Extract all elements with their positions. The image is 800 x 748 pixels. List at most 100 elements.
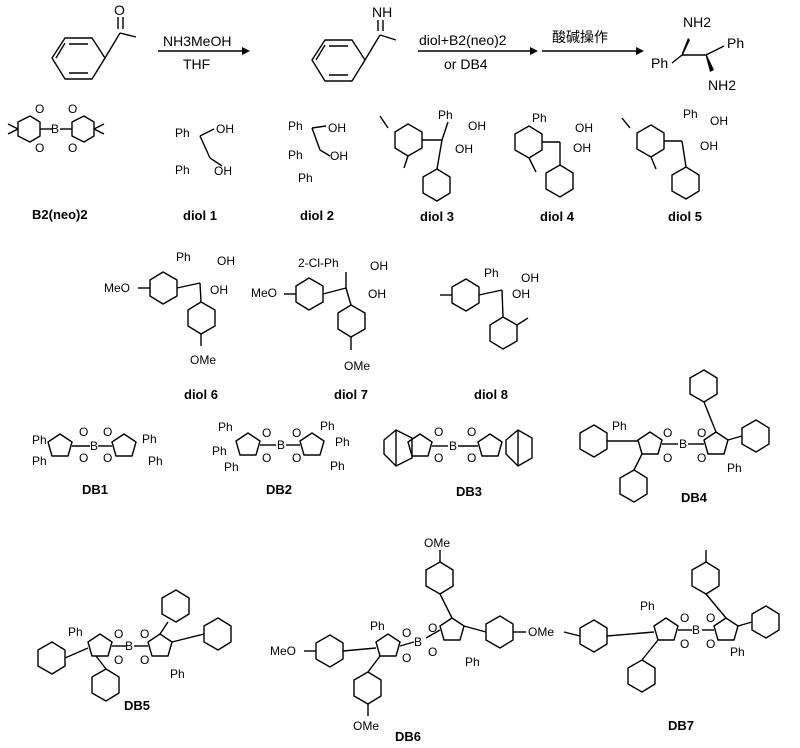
atom-label: Ph — [730, 645, 745, 659]
atom-label: Ph — [335, 435, 350, 449]
atom-label: OMe — [424, 536, 450, 550]
diamine-product-structure: NH2 NH2 Ph Ph — [651, 14, 744, 93]
b2neo2-structure: O O B O O — [7, 102, 105, 155]
atom-label: MeO — [270, 644, 296, 658]
atom-label: O — [114, 627, 123, 641]
atom-label: OH — [370, 259, 388, 273]
atom-label: Ph — [612, 419, 627, 433]
atom-label: Ph — [465, 655, 480, 669]
atom-label: O — [140, 653, 149, 667]
product-ph-right: Ph — [727, 35, 744, 51]
db7-structure: Ph O O B O O Ph — [563, 550, 780, 693]
atom-label: B — [125, 639, 133, 653]
atom-label: OH — [575, 121, 593, 135]
atom-label: MeO — [251, 286, 277, 300]
label-diol2: diol 2 — [300, 208, 334, 223]
atom-label: O — [434, 425, 443, 439]
atom-label: O — [262, 451, 271, 465]
atom-label: Ph — [212, 444, 227, 458]
product-ph-left: Ph — [651, 55, 668, 71]
reagent-thf-label: THF — [183, 56, 210, 72]
atom-label: O — [467, 425, 476, 439]
atom-label: OH — [700, 139, 718, 153]
atom-label: O — [262, 426, 271, 440]
label-db2: DB2 — [266, 482, 292, 497]
atom-label: O — [292, 426, 301, 440]
atom-label: O — [79, 425, 88, 439]
atom-label: Ph — [148, 454, 163, 468]
product-nh2-top: NH2 — [683, 14, 711, 30]
atom-label: Ph — [298, 171, 313, 185]
diol3-structure: Ph OH OH — [379, 108, 486, 202]
atom-label: Ph — [330, 459, 345, 473]
diol2-structure: Ph OH Ph OH Ph — [288, 119, 348, 185]
atom-label: O — [402, 626, 411, 640]
atom-label: O — [697, 451, 706, 465]
atom-label: OH — [217, 254, 235, 268]
label-db7: DB7 — [668, 718, 694, 733]
atom-label: O — [428, 621, 437, 635]
atom-label: OH — [512, 287, 530, 301]
label-diol7: diol 7 — [334, 387, 368, 402]
reagent-workup-label: 酸碱操作 — [552, 29, 608, 45]
db3-structure: O O B O O — [383, 425, 533, 467]
reaction-arrow-2: diol+B2(neo)2 or DB4 — [418, 32, 538, 72]
atom-label: OMe — [344, 359, 370, 373]
reaction-arrow-1: NH3MeOH THF — [158, 33, 250, 72]
label-db4: DB4 — [681, 490, 708, 505]
atom-label: OH — [455, 142, 473, 156]
atom-label: Ph — [218, 420, 233, 434]
atom-label: B — [692, 623, 700, 637]
atom-label: O — [79, 451, 88, 465]
imine-structure: NH — [311, 4, 397, 82]
atom-label: Ph — [142, 432, 157, 446]
atom-label: B — [90, 439, 98, 453]
db5-structure: Ph O O B O O Ph — [37, 589, 232, 702]
reagent-diol-label: diol+B2(neo)2 — [419, 32, 507, 48]
diol7-structure: 2-Cl-Ph OH OH MeO OMe — [251, 256, 388, 373]
atom-label: B — [277, 438, 285, 452]
atom-label: Ph — [288, 119, 303, 133]
atom-label: Ph — [683, 107, 698, 121]
diol5-structure: Ph OH OH — [621, 107, 728, 200]
atom-label: OMe — [190, 353, 216, 367]
diol8-structure: Ph OH OH — [440, 266, 539, 350]
diol4-structure: Ph OH OH — [514, 111, 593, 198]
atom-label: O — [35, 141, 44, 155]
label-db1: DB1 — [82, 482, 108, 497]
atom-label: O — [434, 451, 443, 465]
label-b2neo2: B2(neo)2 — [32, 207, 88, 222]
atom-label: OH — [214, 164, 232, 178]
atom-label: Ph — [640, 599, 655, 613]
atom-label: O — [292, 451, 301, 465]
atom-label: Ph — [532, 111, 547, 125]
atom-label: Ph — [438, 108, 453, 122]
diol6-structure: Ph OH OH MeO OMe — [104, 250, 235, 367]
atom-label: O — [663, 426, 672, 440]
atom-label: O — [68, 102, 77, 116]
product-nh2-bottom: NH2 — [708, 77, 736, 93]
db4-structure: Ph O O B O O Ph — [579, 369, 770, 503]
atom-label: OH — [368, 287, 386, 301]
atom-label: OH — [468, 119, 486, 133]
label-db6: DB6 — [395, 729, 421, 744]
atom-label: OMe — [528, 625, 554, 639]
atom-label: OH — [330, 149, 348, 163]
db6-structure: Ph O O B O O Ph MeO OMe OMe OMe — [270, 536, 554, 733]
atom-label: O — [706, 611, 715, 625]
atom-label: Ph — [727, 461, 742, 475]
atom-label: Ph — [170, 667, 185, 681]
atom-label: Ph — [484, 266, 499, 280]
atom-label: O — [402, 651, 411, 665]
reaction-arrow-3: 酸碱操作 — [542, 29, 644, 55]
atom-label: 2-Cl-Ph — [298, 256, 339, 270]
atom-label: Ph — [32, 433, 47, 447]
atom-label: Ph — [370, 619, 385, 633]
atom-label: B — [51, 122, 59, 136]
label-db3: DB3 — [456, 484, 482, 499]
label-db5: DB5 — [124, 698, 150, 713]
atom-label: O — [467, 451, 476, 465]
aldehyde-oxygen-label: O — [114, 2, 125, 18]
label-diol8: diol 8 — [474, 387, 508, 402]
